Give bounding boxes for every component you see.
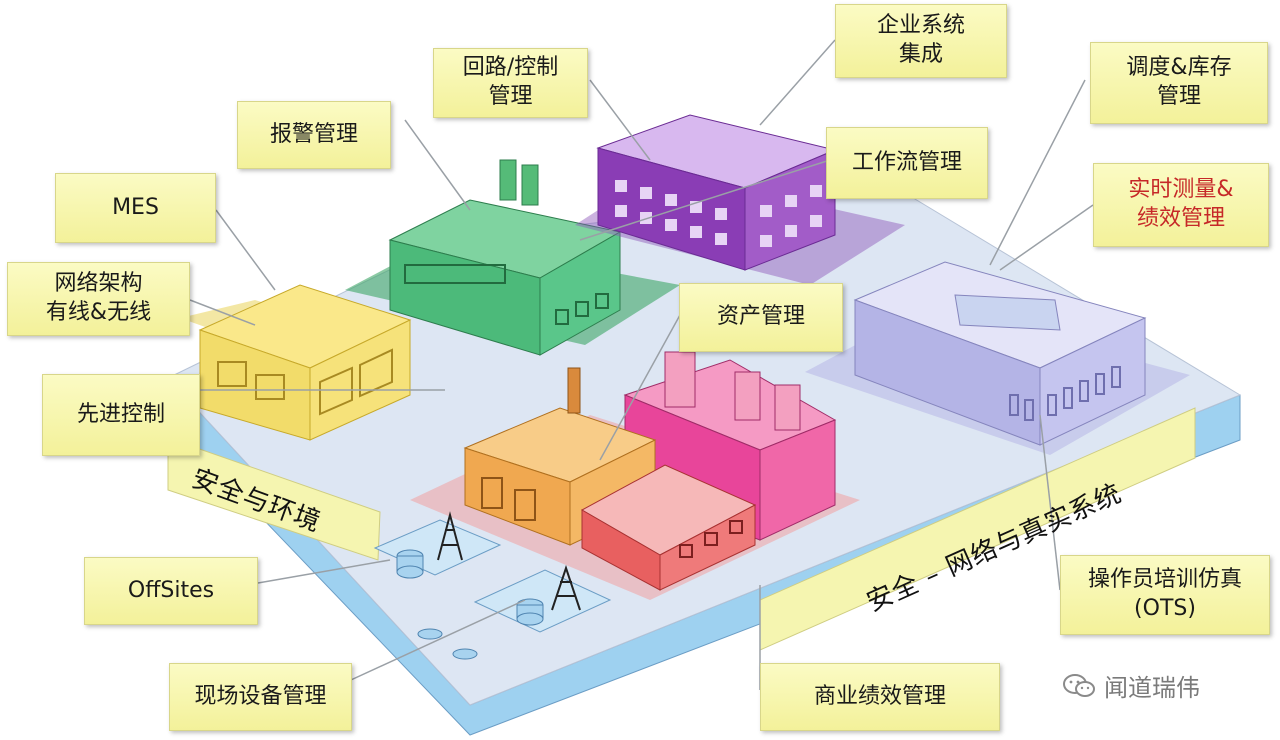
label-asset: 资产管理 xyxy=(679,283,843,352)
label-alarm: 报警管理 xyxy=(237,101,391,169)
label-mes: MES xyxy=(55,173,216,243)
leader-lines xyxy=(189,39,1094,690)
green-window xyxy=(595,293,609,309)
purple-windows xyxy=(615,180,822,247)
red-side xyxy=(659,504,756,591)
mes-window xyxy=(217,361,247,387)
pink-cabinet xyxy=(774,384,801,431)
lavender-partition xyxy=(954,294,1061,331)
label-loop: 回路/控制 管理 xyxy=(433,48,588,118)
label-realtime: 实时测量& 绩效管理 xyxy=(1093,163,1269,247)
watermark-text: 闻道瑞伟 xyxy=(1104,674,1200,702)
orange-chimney xyxy=(567,367,581,414)
wechat-icon xyxy=(1063,673,1095,697)
green-window xyxy=(404,264,506,284)
green-window xyxy=(575,301,589,317)
mes-window xyxy=(319,366,353,416)
label-offsites: OffSites xyxy=(84,557,258,625)
label-enterprise: 企业系统 集成 xyxy=(835,4,1007,78)
red-window xyxy=(679,544,693,558)
green-window xyxy=(555,309,569,325)
label-ots: 操作员培训仿真 (OTS) xyxy=(1060,555,1270,635)
label-field: 现场设备管理 xyxy=(169,663,352,731)
label-business: 商业绩效管理 xyxy=(760,663,1000,731)
mes-window xyxy=(255,374,285,400)
orange-door xyxy=(481,477,503,509)
green-tank xyxy=(499,159,517,201)
label-workflow: 工作流管理 xyxy=(826,127,988,199)
red-window xyxy=(704,532,718,546)
derricks xyxy=(437,511,581,611)
band-safety-env xyxy=(167,437,381,561)
label-scheduling: 调度&库存 管理 xyxy=(1090,42,1268,124)
label-apc: 先进控制 xyxy=(42,374,200,456)
pink-side xyxy=(759,419,836,541)
pink-cabinet xyxy=(734,371,761,421)
pink-cabinet xyxy=(664,351,696,408)
mes-window xyxy=(359,348,393,398)
green-tank xyxy=(521,164,539,206)
red-window xyxy=(729,520,743,534)
orange-door xyxy=(514,489,536,521)
storage-tanks xyxy=(396,549,544,660)
label-network: 网络架构 有线&无线 xyxy=(7,262,190,336)
watermark: 闻道瑞伟 xyxy=(1062,668,1200,703)
lavender-windows xyxy=(1009,366,1121,421)
